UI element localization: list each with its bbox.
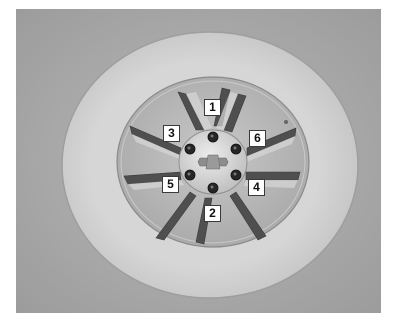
lug-label-4: 4 (248, 179, 265, 196)
lug-label-5: 5 (162, 176, 179, 193)
lug-label-1: 1 (204, 99, 221, 116)
lug-label-3: 3 (163, 125, 180, 142)
valve-stem (284, 120, 288, 124)
lug-label-6: 6 (249, 130, 266, 147)
lug-label-2: 2 (204, 205, 221, 222)
